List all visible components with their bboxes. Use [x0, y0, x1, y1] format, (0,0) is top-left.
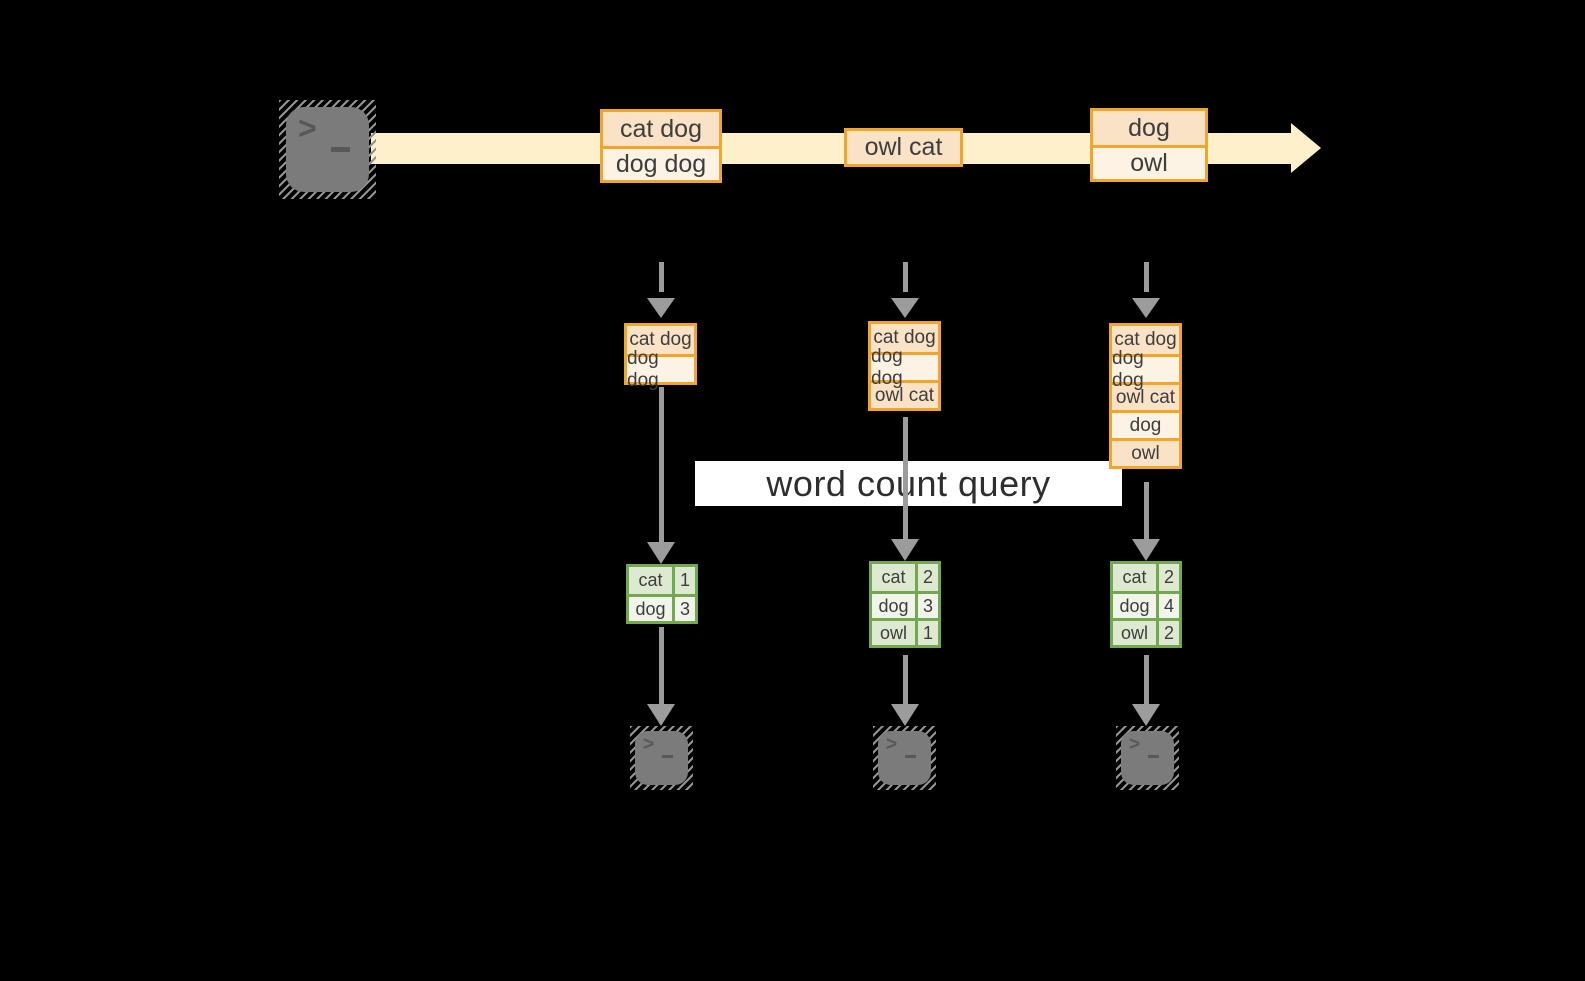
event-cell: cat dog	[603, 112, 719, 146]
buffer-cell: dog dog	[1112, 348, 1179, 391]
arrow-head-icon	[1132, 539, 1160, 561]
count-row: owl 2	[1113, 618, 1179, 645]
prompt-underscore-icon	[1148, 755, 1159, 758]
count-cell: 2	[915, 564, 938, 591]
buffer-cell: dog	[1112, 410, 1179, 438]
count-row: owl 1	[872, 618, 938, 645]
buffer-cell: cat dog	[871, 324, 938, 352]
query-arrow-2	[891, 417, 919, 561]
terminal-body: >	[286, 107, 369, 192]
prompt-chevron-icon: >	[1129, 734, 1141, 755]
word-cell: cat	[872, 564, 915, 591]
arrow-head-icon	[891, 298, 919, 318]
output-terminal-icon-2: >	[873, 726, 936, 790]
arrow-line	[902, 262, 908, 292]
count-row: dog 4	[1113, 591, 1179, 618]
output-arrow-1	[647, 627, 675, 726]
event-box-1: cat dog dog dog	[600, 109, 722, 183]
query-arrow-1	[647, 387, 675, 564]
count-row: cat 1	[629, 567, 695, 594]
output-arrow-3	[1132, 655, 1160, 726]
event-cell: owl cat	[847, 131, 960, 164]
prompt-chevron-icon: >	[643, 734, 655, 755]
buffer-cell: dog dog	[871, 346, 938, 389]
word-cell: owl	[872, 621, 915, 645]
event-cell: dog dog	[603, 146, 719, 180]
buffer-stack-2: cat dog dog dog owl cat	[868, 321, 941, 411]
count-row: cat 2	[872, 564, 938, 591]
count-cell: 1	[915, 621, 938, 645]
buffer-stack-3: cat dog dog dog owl cat dog owl	[1109, 323, 1182, 469]
event-box-3: dog owl	[1090, 108, 1208, 182]
count-table-3: cat 2 dog 4 owl 2	[1110, 561, 1182, 648]
word-cell: cat	[629, 567, 672, 594]
count-row: dog 3	[872, 591, 938, 618]
arrow-head-icon	[647, 298, 675, 318]
count-cell: 2	[1156, 564, 1179, 591]
word-cell: dog	[1113, 594, 1156, 618]
event-cell: dog	[1093, 111, 1205, 145]
buffer-cell: owl cat	[871, 380, 938, 408]
arrow-line	[1143, 482, 1149, 539]
buffer-cell: owl cat	[1112, 382, 1179, 410]
prompt-chevron-icon: >	[886, 734, 898, 755]
count-table-1: cat 1 dog 3	[626, 564, 698, 624]
prompt-chevron-icon: >	[298, 110, 317, 146]
query-label: word count query	[766, 462, 1051, 504]
buffer-cell: owl	[1112, 438, 1179, 466]
output-terminal-icon-3: >	[1116, 726, 1179, 790]
arrow-head-icon	[891, 539, 919, 561]
count-cell: 2	[1156, 621, 1179, 645]
arrow-line	[1143, 655, 1149, 704]
output-arrow-2	[891, 655, 919, 726]
arrow-line	[658, 627, 664, 704]
count-cell: 1	[672, 567, 695, 594]
prompt-underscore-icon	[905, 755, 916, 758]
word-cell: dog	[629, 597, 672, 621]
count-row: dog 3	[629, 594, 695, 621]
buffer-stack-1: cat dog dog dog	[624, 323, 697, 391]
query-band: word count query	[695, 461, 1122, 506]
arrow-line	[902, 417, 908, 539]
prompt-underscore-icon	[662, 755, 673, 758]
arrow-head-icon	[1132, 298, 1160, 318]
count-cell: 3	[915, 594, 938, 618]
ingest-arrow-1	[647, 262, 675, 318]
ingest-arrow-3	[1132, 262, 1160, 318]
terminal-body: >	[635, 731, 688, 785]
arrow-head-icon	[891, 704, 919, 726]
word-cell: owl	[1113, 621, 1156, 645]
ingest-arrow-2	[891, 262, 919, 318]
output-terminal-icon-1: >	[630, 726, 693, 790]
terminal-body: >	[878, 731, 931, 785]
stream-arrowhead-icon	[1291, 123, 1321, 173]
source-terminal-icon: >	[279, 100, 376, 199]
terminal-body: >	[1121, 731, 1174, 785]
count-row: cat 2	[1113, 564, 1179, 591]
buffer-cell: cat dog	[1112, 326, 1179, 354]
query-arrow-3	[1132, 482, 1160, 561]
count-cell: 3	[672, 597, 695, 621]
arrow-head-icon	[647, 542, 675, 564]
buffer-cell: cat dog	[627, 326, 694, 354]
buffer-cell: dog dog	[627, 348, 694, 391]
event-cell: owl	[1093, 145, 1205, 179]
count-cell: 4	[1156, 594, 1179, 618]
word-cell: dog	[872, 594, 915, 618]
arrow-head-icon	[647, 704, 675, 726]
arrow-line	[1143, 262, 1149, 292]
count-table-2: cat 2 dog 3 owl 1	[869, 561, 941, 648]
arrow-line	[658, 387, 664, 542]
arrow-head-icon	[1132, 704, 1160, 726]
arrow-line	[658, 262, 664, 292]
event-box-2: owl cat	[844, 128, 963, 167]
prompt-underscore-icon	[331, 147, 350, 152]
word-cell: cat	[1113, 564, 1156, 591]
arrow-line	[902, 655, 908, 704]
